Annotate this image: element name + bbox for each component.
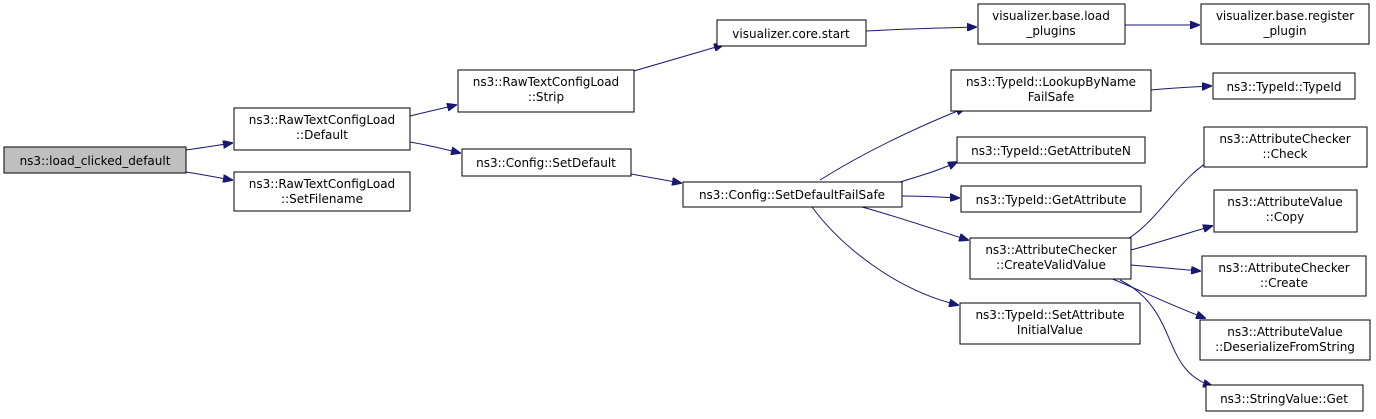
node-typeid-typeid[interactable]: ns3::TypeId::TypeId [1212, 72, 1356, 100]
edge-load_clicked_default-to-rtcl_setfilename [185, 171, 232, 180]
edge-vis_core_start-to-vis_base_load [865, 27, 976, 32]
node-label-line1: ns3::RawTextConfigLoad [249, 177, 395, 191]
node-typeid-lookupbyname-failsafe[interactable]: ns3::TypeId::LookupByName FailSafe [950, 69, 1152, 112]
node-typeid-setattributeinitialvalue[interactable]: ns3::TypeId::SetAttribute InitialValue [959, 302, 1141, 345]
node-label-line1: ns3::RawTextConfigLoad [249, 113, 395, 127]
node-label-line1: ns3::AttributeChecker [985, 243, 1116, 257]
node-config-setdefaultfailsafe[interactable]: ns3::Config::SetDefaultFailSafe [682, 181, 903, 208]
node-label: visualizer.core.start [732, 27, 850, 41]
nodes: ns3::load_clicked_default ns3::RawTextCo… [3, 3, 1371, 412]
node-visualizer-base-load-plugins[interactable]: visualizer.base.load _plugins [977, 3, 1126, 45]
edges [185, 25, 1215, 386]
node-label-line2: ::Default [296, 128, 348, 142]
node-attributechecker-check[interactable]: ns3::AttributeChecker ::Check [1203, 126, 1368, 168]
node-label-line2: ::Create [1260, 276, 1308, 290]
node-label: ns3::TypeId::TypeId [1226, 80, 1341, 94]
node-visualizer-core-start[interactable]: visualizer.core.start [716, 19, 867, 47]
node-load-clicked-default[interactable]: ns3::load_clicked_default [3, 146, 187, 174]
node-label-line1: ns3::TypeId::LookupByName [966, 75, 1136, 89]
node-label-line1: visualizer.base.register [1216, 9, 1354, 23]
node-label-line1: ns3::AttributeChecker [1218, 261, 1349, 275]
node-label-line2: ::Copy [1266, 210, 1305, 224]
edge-rtcl_default-to-config_setdefault [409, 141, 460, 153]
node-label-line2: ::DeserializeFromString [1215, 340, 1355, 354]
node-label-line2: InitialValue [1017, 323, 1083, 337]
node-typeid-getattributen[interactable]: ns3::TypeId::GetAttributeN [956, 136, 1146, 164]
node-label-line1: ns3::RawTextConfigLoad [473, 75, 619, 89]
node-rawtextconfigload-setfilename[interactable]: ns3::RawTextConfigLoad ::SetFilename [233, 171, 411, 212]
edge-createvalid-to-attrvalue_deserialize [1109, 277, 1205, 318]
node-attributevalue-copy[interactable]: ns3::AttributeValue ::Copy [1213, 189, 1358, 233]
node-stringvalue-get[interactable]: ns3::StringValue::Get [1205, 384, 1364, 412]
edge-failsafe-to-typeid_getattributen [899, 162, 957, 183]
node-rawtextconfigload-strip[interactable]: ns3::RawTextConfigLoad ::Strip [457, 69, 635, 113]
node-label: ns3::TypeId::GetAttribute [976, 193, 1127, 207]
node-label-line2: ::Strip [528, 90, 564, 104]
edge-failsafe-to-attrchecker_createvalid [861, 206, 968, 240]
edge-createvalid-to-attrvalue_copy [1130, 226, 1212, 251]
node-label-line2: FailSafe [1028, 90, 1074, 104]
node-label: ns3::Config::SetDefaultFailSafe [699, 188, 885, 202]
node-visualizer-base-register-plugin[interactable]: visualizer.base.register _plugin [1200, 3, 1370, 45]
edge-typeid_lookup-to-typeid_typeid [1150, 86, 1211, 91]
node-label: ns3::Config::SetDefault [476, 156, 616, 170]
edge-createvalid-to-stringvalue_get [1119, 279, 1212, 386]
edge-rtcl_strip-to-vis_core_start [633, 45, 723, 72]
node-label-line1: ns3::TypeId::SetAttribute [975, 308, 1124, 322]
node-typeid-getattribute[interactable]: ns3::TypeId::GetAttribute [960, 185, 1142, 213]
edge-load_clicked_default-to-rtcl_default [185, 143, 232, 151]
node-label-line1: visualizer.base.load [992, 9, 1110, 23]
node-label-line2: _plugins [1025, 24, 1075, 38]
node-label-line2: _plugin [1262, 24, 1306, 38]
node-label-line2: ::CreateValidValue [996, 258, 1106, 272]
node-rawtextconfigload-default[interactable]: ns3::RawTextConfigLoad ::Default [233, 107, 411, 151]
node-label: ns3::StringValue::Get [1220, 392, 1348, 406]
edge-failsafe-to-typeid_getattribute [901, 196, 959, 198]
node-label-line1: ns3::AttributeValue [1227, 325, 1343, 339]
node-label: ns3::load_clicked_default [20, 154, 171, 168]
node-label-line2: ::SetFilename [281, 192, 363, 206]
edge-rtcl_default-to-rtcl_strip [409, 105, 456, 117]
node-label-line2: ::Check [1263, 147, 1308, 161]
node-label-line1: ns3::AttributeValue [1227, 195, 1343, 209]
node-label: ns3::TypeId::GetAttributeN [971, 144, 1131, 158]
node-attributechecker-create[interactable]: ns3::AttributeChecker ::Create [1201, 255, 1367, 297]
edge-createvalid-to-attrchecker_create [1130, 264, 1200, 271]
edge-failsafe-to-typeid_setattrinit [811, 206, 958, 305]
node-attributechecker-createvalidvalue[interactable]: ns3::AttributeChecker ::CreateValidValue [969, 237, 1132, 280]
edge-failsafe-to-typeid_lookup [819, 108, 965, 181]
edge-config_setdefault-to-config_setdefaultfailsafe [630, 173, 681, 183]
node-label-line1: ns3::AttributeChecker [1219, 132, 1350, 146]
node-attributevalue-deserializefromstring[interactable]: ns3::AttributeValue ::DeserializeFromStr… [1199, 319, 1371, 361]
node-config-setdefault[interactable]: ns3::Config::SetDefault [461, 148, 632, 177]
